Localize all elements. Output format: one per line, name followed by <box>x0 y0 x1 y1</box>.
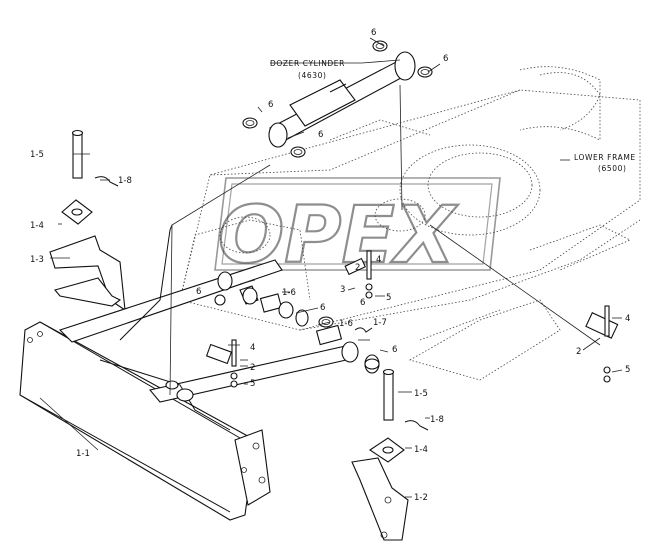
lower-frame-label: LOWER FRAME <box>574 153 636 162</box>
callout-oring-low1: 6 <box>360 298 365 308</box>
lower-frame-drawing <box>179 66 641 381</box>
callout-plate-right: 1-4 <box>414 445 428 455</box>
callout-pin-right2: 2 <box>576 347 581 357</box>
callout-oring-low2: 6 <box>392 345 397 355</box>
callout-oring-top1: 6 <box>371 28 376 38</box>
watermark-frame-inner <box>221 183 493 265</box>
callout-bush-lower: 1-6 <box>339 319 353 329</box>
callout-bolt-right: 4 <box>625 314 630 324</box>
callout-snap-right: 1-8 <box>430 415 444 425</box>
callout-bolt-center: 4 <box>376 255 381 265</box>
right-pin-assembly <box>351 368 429 541</box>
callout-pin-right: 1-5 <box>414 389 428 399</box>
callout-pin-left: 1-5 <box>30 150 44 160</box>
left-pin-assembly <box>49 129 126 312</box>
callout-bolt-left: 4 <box>250 343 255 353</box>
callout-bush-upper: 1-6 <box>282 288 296 298</box>
callout-oring-mid: 6 <box>320 303 325 313</box>
callout-nut-center: 5 <box>386 293 391 303</box>
callout-bracket-upper: 1-3 <box>30 255 44 265</box>
callout-blade: 1-1 <box>76 449 90 459</box>
callout-oring-left: 6 <box>196 287 201 297</box>
callout-pin-small: 3 <box>340 285 345 295</box>
callout-nut-right: 5 <box>625 365 630 375</box>
callout-oring-top2: 6 <box>443 54 448 64</box>
callout-oring-cyl2: 6 <box>318 130 323 140</box>
dozer-cylinder-code: (4630) <box>298 71 327 80</box>
callout-bracket-lower: 1-2 <box>414 493 428 503</box>
dozer-cylinder-label: DOZER CYLINDER <box>270 59 345 68</box>
callout-oring-cyl1: 6 <box>268 100 273 110</box>
callout-pin-left2: 2 <box>250 363 255 373</box>
center-pin-set <box>205 250 373 388</box>
watermark-frame <box>214 177 501 271</box>
callout-plate-left: 1-4 <box>30 221 44 231</box>
axis-parts <box>214 271 380 374</box>
lower-frame-code: (6500) <box>598 164 627 173</box>
callout-nut-left: 5 <box>250 379 255 389</box>
leader-lines <box>39 37 623 498</box>
dozer-cylinder <box>268 51 416 148</box>
right-pin-set <box>585 305 619 383</box>
callout-cotter-center: 1-7 <box>373 318 387 328</box>
callout-pin-center: 2 <box>355 263 360 273</box>
callout-snap-left: 1-8 <box>118 176 132 186</box>
